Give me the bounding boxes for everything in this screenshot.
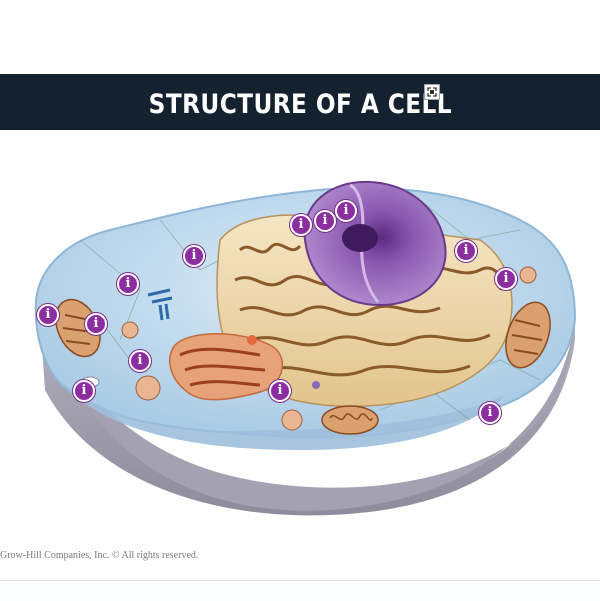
info-hotspot-cytoskeleton[interactable]: i (183, 245, 205, 267)
info-hotspot-er[interactable]: i (455, 240, 477, 262)
title-banner: STRUCTURE OF A CELL (0, 74, 600, 130)
info-hotspot-plasma-membrane[interactable]: i (73, 380, 95, 402)
expand-button[interactable] (424, 84, 440, 100)
rough-er-folds (179, 347, 266, 387)
vesicles (121, 266, 537, 431)
mitochondrion-left (55, 298, 101, 358)
nucleolus (342, 224, 378, 252)
info-hotspot-vesicle[interactable]: i (495, 268, 517, 290)
info-hotspot-golgi[interactable]: i (269, 380, 291, 402)
info-hotspot-nucleus[interactable]: i (314, 210, 336, 232)
info-hotspot-mitochondrion[interactable]: i (37, 304, 59, 326)
expand-icon (427, 87, 437, 97)
info-hotspot-nuclear-envelope[interactable]: i (335, 200, 357, 222)
page-title: STRUCTURE OF A CELL (148, 88, 452, 120)
cell-illustration: i i i i i i i i i i i i i i (0, 130, 600, 580)
info-hotspot-cytoplasm[interactable]: i (479, 402, 501, 424)
copyright-text: Grow-Hill Companies, Inc. © All rights r… (0, 550, 199, 561)
mitochondrion-right (505, 301, 551, 369)
info-hotspot-centriole[interactable]: i (117, 273, 139, 295)
mitochondrion-bottom (321, 405, 379, 435)
cut-wall (60, 380, 505, 450)
cell-diagram (34, 180, 577, 516)
footer-divider (0, 580, 600, 601)
centriole (147, 288, 173, 321)
info-hotspot-peroxisome[interactable]: i (129, 350, 151, 372)
cell-base (40, 300, 575, 511)
info-hotspot-lysosome[interactable]: i (85, 313, 107, 335)
info-hotspot-nucleolus[interactable]: i (290, 214, 312, 236)
